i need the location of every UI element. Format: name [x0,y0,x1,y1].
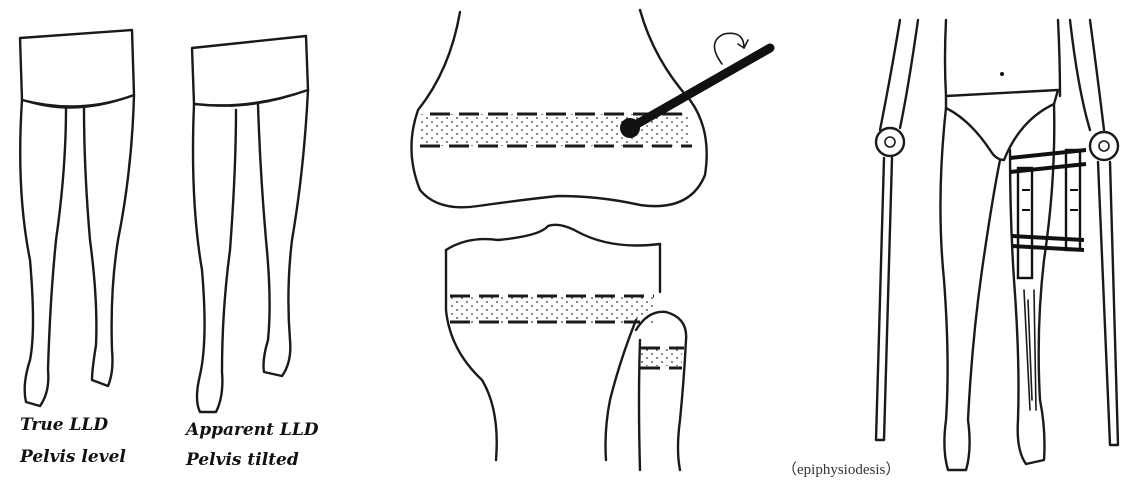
true-lld-figure: True LLD Pelvis level [19,30,134,467]
knee-epiphysiodesis-figure [411,10,770,470]
apparent-lld-figure: Apparent LLD Pelvis tilted [184,36,319,470]
fibula-physis-band [640,348,682,366]
drill-tool [620,33,770,138]
apparent-lld-caption-line2: Pelvis tilted [185,450,299,470]
apparent-lld-left-leg [193,104,236,412]
true-lld-right-leg [84,95,134,386]
true-lld-left-leg [20,100,66,406]
tibia-physis-band [448,296,654,324]
true-lld-pelvis [20,30,134,106]
apparent-lld-right-leg [258,90,308,376]
true-lld-caption-line2: Pelvis level [19,447,126,467]
torso-outline [945,20,1060,96]
fibula-outline [636,312,686,470]
true-lld-caption-line1: True LLD [20,415,108,435]
tibia-outline [446,225,660,292]
apparent-lld-caption-line1: Apparent LLD [184,420,319,440]
left-arm [880,20,900,130]
external-fixator-figure: （epiphysiodesis） [782,20,1118,478]
fixator-caption: （epiphysiodesis） [782,461,900,478]
right-arm [1090,20,1104,130]
patient-left-leg [940,108,1000,470]
right-crutch [1090,132,1118,445]
left-crutch [876,128,904,440]
external-fixator-device [1010,150,1086,278]
underwear [946,90,1058,160]
apparent-lld-pelvis [192,36,308,105]
